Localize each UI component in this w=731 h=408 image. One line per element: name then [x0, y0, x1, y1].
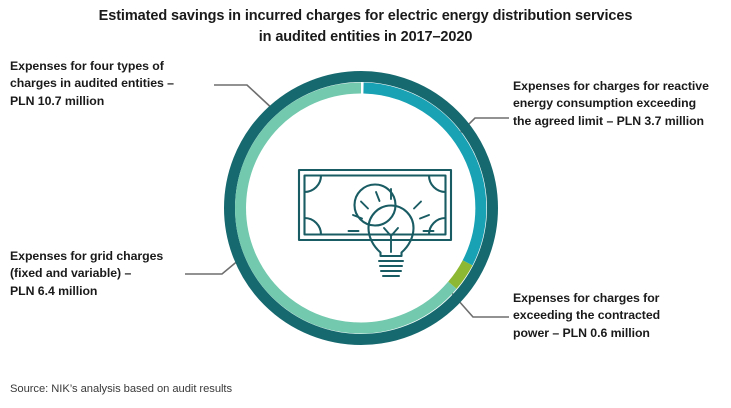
- donut-outer-ring: [224, 71, 498, 345]
- callout-grid-line-1: Expenses for grid charges: [10, 249, 164, 263]
- callout-reactive-line-2: energy consumption exceeding: [513, 96, 697, 111]
- callout-reactive-line-1: Expenses for charges for reactive: [513, 79, 709, 93]
- title-line-1: Estimated savings in incurred charges fo…: [98, 8, 633, 24]
- callout-four-types-line-1: Expenses for four types of: [10, 59, 164, 73]
- callout-four-types-line-3: PLN 10.7 million: [10, 93, 105, 108]
- title-line-2: in audited entities in 2017–2020: [258, 29, 473, 46]
- callout-contracted-power: Expenses for charges for exceeding the c…: [513, 290, 713, 342]
- leader-line-grid: [185, 258, 241, 275]
- page-title: Estimated savings in incurred charges fo…: [0, 6, 731, 48]
- source-note: Source: NIK’s analysis based on audit re…: [10, 383, 233, 395]
- lightbulb-icon: [347, 188, 435, 277]
- callout-reactive-energy: Expenses for charges for reactive energy…: [513, 78, 725, 130]
- donut-segment-reactive-energy: [363, 82, 487, 266]
- callout-four-types-line-2: charges in audited entities –: [10, 76, 174, 91]
- lightbulb-rays: [347, 188, 435, 232]
- leader-line-four-types: [214, 84, 277, 113]
- callout-power-line-2: exceeding the contracted: [513, 308, 661, 323]
- callout-four-types: Expenses for four types of charges in au…: [10, 58, 225, 110]
- callout-grid-charges: Expenses for grid charges (fixed and var…: [10, 248, 210, 300]
- callout-grid-line-2: (fixed and variable) –: [10, 266, 132, 281]
- callout-grid-line-3: PLN 6.4 million: [10, 283, 98, 298]
- donut-segment-grid-charges: [235, 82, 457, 334]
- callout-reactive-line-3: the agreed limit – PLN 3.7 million: [513, 113, 704, 128]
- center-icon-group: [297, 168, 453, 277]
- banknote-icon: [297, 168, 453, 242]
- callout-power-line-3: power – PLN 0.6 million: [513, 325, 650, 340]
- donut-segment-contracted-power: [448, 260, 473, 289]
- callout-power-line-1: Expenses for charges for: [513, 291, 660, 305]
